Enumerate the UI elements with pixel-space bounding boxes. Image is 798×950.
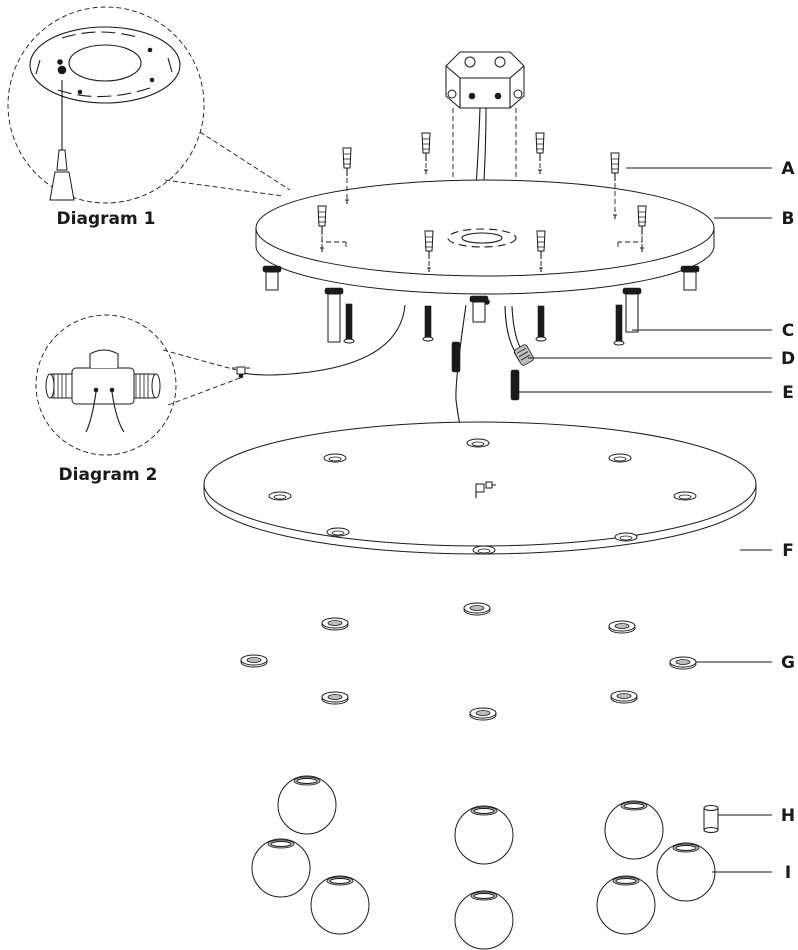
inset-leader-2a [162,349,237,371]
callout-i: I [785,863,791,883]
mounting-screw [422,305,434,342]
wall-anchor [342,147,352,204]
wall-anchor [535,132,545,174]
diagram-1-caption: Diagram 1 [57,209,156,229]
wall-anchor [421,132,431,174]
inset-2-connector [45,349,161,433]
screw-group [343,303,625,346]
washer [469,707,497,721]
glass-globe [656,842,716,902]
glass-globe [454,890,514,950]
glass-globe [604,800,664,860]
anchor-group [317,132,647,272]
inset-leader-1a [199,131,291,191]
diagram-1-inset [7,6,291,204]
callout-e: E [782,383,794,403]
diagram-2-inset [35,314,241,456]
callout-c: C [782,321,794,341]
plate-hole [268,491,292,501]
rod-end [262,265,282,291]
mounting-screw [613,304,625,346]
rod-end [680,265,700,291]
plate-hole [323,453,347,463]
mini-connector-left [232,366,250,379]
part-h-cylinder [703,805,719,833]
glass-globe [251,838,311,898]
washer-group [240,602,697,721]
pin-e [451,341,520,401]
rod-group [262,265,700,343]
callout-a: A [781,159,795,179]
diagram-2-caption: Diagram 2 [59,465,158,485]
junction-box [445,51,525,109]
plate-f [203,421,757,555]
canopy-wires [232,304,534,489]
rod-end [469,295,489,323]
inset-leader-2b [167,377,241,406]
plate-hole [466,438,490,448]
canopy-center-slots [447,228,517,248]
plate-hole [326,527,350,537]
plate-f-holes [268,438,697,555]
washer [610,690,638,704]
wall-anchor [424,230,434,272]
washer [240,654,268,668]
inset-1-screwdriver [49,80,75,201]
callout-d: D [781,349,795,369]
plate-connector [475,481,496,498]
washer [321,691,349,705]
callout-leaders [518,167,772,873]
mounting-screw [535,305,547,342]
washer [669,656,697,670]
rod-end [622,287,642,333]
side-anchor-leaders [321,230,643,248]
washer [321,617,349,631]
plate-hole [673,491,697,501]
glass-globe [596,875,656,935]
globe-group [251,775,716,950]
washer [608,620,636,634]
callout-f: F [782,541,794,561]
plate-hole [608,453,632,463]
inset-leader-1b [164,179,284,197]
canopy-plate [255,179,715,305]
mounting-screw [343,303,355,344]
inset-1-plate [29,26,181,104]
inset-circle-1 [7,6,205,204]
glass-globe [310,875,370,935]
washer [463,602,491,616]
rod-end [324,287,344,343]
inset-circle-2 [35,314,177,456]
wall-anchor [610,152,620,219]
plate-hole [614,532,638,542]
wall-anchor [536,230,546,272]
wire-to-connector-left [239,304,406,376]
plate-hole [472,545,496,555]
glass-globe [277,775,337,835]
callout-b: B [782,209,795,229]
wire-nut-d [514,344,534,366]
callout-g: G [781,653,795,673]
callout-h: H [781,806,795,826]
glass-globe [454,805,514,865]
